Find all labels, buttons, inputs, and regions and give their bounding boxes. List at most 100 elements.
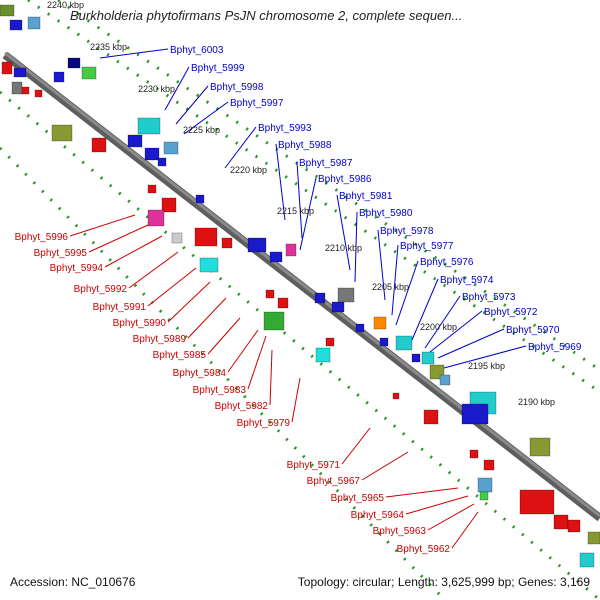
genome-summary-text: Topology: circular; Length: 3,625,999 bp…: [297, 575, 590, 589]
gene-block: [9, 19, 23, 31]
gene-block: [53, 71, 65, 83]
leader-line: [99, 48, 169, 59]
kbp-tick-label: 2215 kbp: [277, 206, 314, 216]
reverse-gene-label: Bphyt_5964: [351, 510, 405, 521]
gene-block: [27, 16, 41, 30]
gene-block: [51, 124, 73, 142]
leader-line: [275, 143, 286, 221]
forward-gene-label: Bphyt_5981: [339, 191, 393, 202]
leader-line: [296, 161, 303, 239]
forward-gene-label: Bphyt_5987: [299, 158, 353, 169]
leader-line: [147, 267, 197, 307]
leader-line: [341, 427, 371, 465]
gene-block: [373, 316, 387, 330]
forward-gene-label: Bphyt_5988: [278, 140, 332, 151]
gene-labels: Bphyt_6003Bphyt_5999Bphyt_5998Bphyt_5997…: [15, 45, 582, 555]
reverse-gene-label: Bphyt_5971: [287, 460, 341, 471]
gene-block: [265, 289, 275, 299]
gene-block: [315, 347, 331, 363]
gene-block: [195, 194, 205, 204]
gene-block: [277, 297, 289, 309]
gene-block: [0, 4, 15, 17]
feature-blocks: [0, 4, 600, 568]
leader-line: [411, 278, 439, 341]
gene-block: [439, 374, 451, 386]
kbp-tick-label: 2220 kbp: [230, 165, 267, 175]
gene-block: [13, 67, 27, 78]
forward-gene-label: Bphyt_5980: [359, 208, 413, 219]
gene-block: [519, 489, 555, 515]
gene-block: [479, 491, 489, 501]
leader-line: [175, 85, 209, 125]
forward-gene-label: Bphyt_5973: [462, 292, 516, 303]
gene-block: [1, 61, 13, 75]
reverse-gene-label: Bphyt_5965: [331, 493, 385, 504]
reverse-gene-label: Bphyt_5992: [74, 284, 128, 295]
reverse-gene-label: Bphyt_5995: [34, 248, 88, 259]
gene-block: [529, 437, 551, 457]
gene-block: [285, 243, 297, 257]
leader-line: [247, 335, 267, 390]
reverse-gene-label: Bphyt_5983: [193, 385, 247, 396]
leader-line: [69, 214, 136, 237]
gene-block: [91, 137, 107, 153]
gene-block: [469, 449, 479, 459]
leader-line: [187, 297, 227, 339]
guide-line: [0, 146, 447, 600]
gene-block: [157, 157, 167, 167]
gene-block: [553, 514, 569, 530]
gene-block: [337, 287, 355, 303]
reverse-gene-label: Bphyt_5996: [15, 232, 69, 243]
gene-block: [325, 337, 335, 347]
leader-line: [128, 251, 179, 289]
gene-block: [67, 57, 81, 69]
gene-block: [247, 237, 267, 253]
gene-block: [221, 237, 233, 249]
kbp-tick-label: 2240 kbp: [47, 0, 84, 10]
gene-block: [483, 459, 495, 471]
forward-gene-label: Bphyt_5999: [191, 63, 245, 74]
backbone-track: [2, 51, 600, 522]
forward-gene-label: Bphyt_5969: [528, 342, 582, 353]
reverse-gene-label: Bphyt_5979: [237, 418, 291, 429]
kbp-tick-label: 2195 kbp: [468, 361, 505, 371]
gene-block: [423, 409, 439, 425]
gene-block: [379, 337, 389, 347]
gene-block: [587, 531, 600, 545]
gene-block: [477, 477, 493, 493]
gene-block: [171, 232, 183, 244]
guide-line: [27, 0, 600, 394]
leader-line: [269, 349, 273, 406]
backbone-line: [2, 51, 600, 522]
kbp-tick-label: 2200 kbp: [420, 322, 457, 332]
forward-gene-label: Bphyt_5978: [380, 226, 434, 237]
reverse-gene-label: Bphyt_5991: [93, 302, 147, 313]
kbp-tick-label: 2210 kbp: [325, 243, 362, 253]
leader-line: [354, 211, 358, 283]
leader-line: [424, 295, 461, 349]
gene-block: [81, 66, 97, 80]
reverse-gene-label: Bphyt_5985: [153, 350, 207, 361]
page-title: Burkholderia phytofirmans PsJN chromosom…: [70, 8, 463, 23]
reverse-gene-label: Bphyt_5984: [173, 368, 227, 379]
gene-block: [199, 257, 219, 273]
accession-text: Accession: NC_010676: [10, 575, 136, 589]
guide-line: [57, 0, 600, 372]
gene-block: [395, 335, 413, 351]
gene-block: [147, 209, 165, 227]
leader-line: [391, 244, 399, 316]
leader-line: [377, 229, 386, 301]
leader-line: [291, 377, 301, 423]
gene-block: [269, 251, 283, 263]
forward-gene-label: Bphyt_5972: [484, 307, 538, 318]
leader-line: [167, 281, 211, 323]
forward-gene-label: Bphyt_6003: [170, 45, 224, 56]
leader-line: [429, 310, 483, 353]
forward-gene-label: Bphyt_5998: [210, 82, 264, 93]
leader-line: [104, 235, 163, 268]
kbp-tick-label: 2205 kbp: [372, 282, 409, 292]
leader-line: [227, 329, 259, 373]
leader-line: [88, 224, 149, 253]
